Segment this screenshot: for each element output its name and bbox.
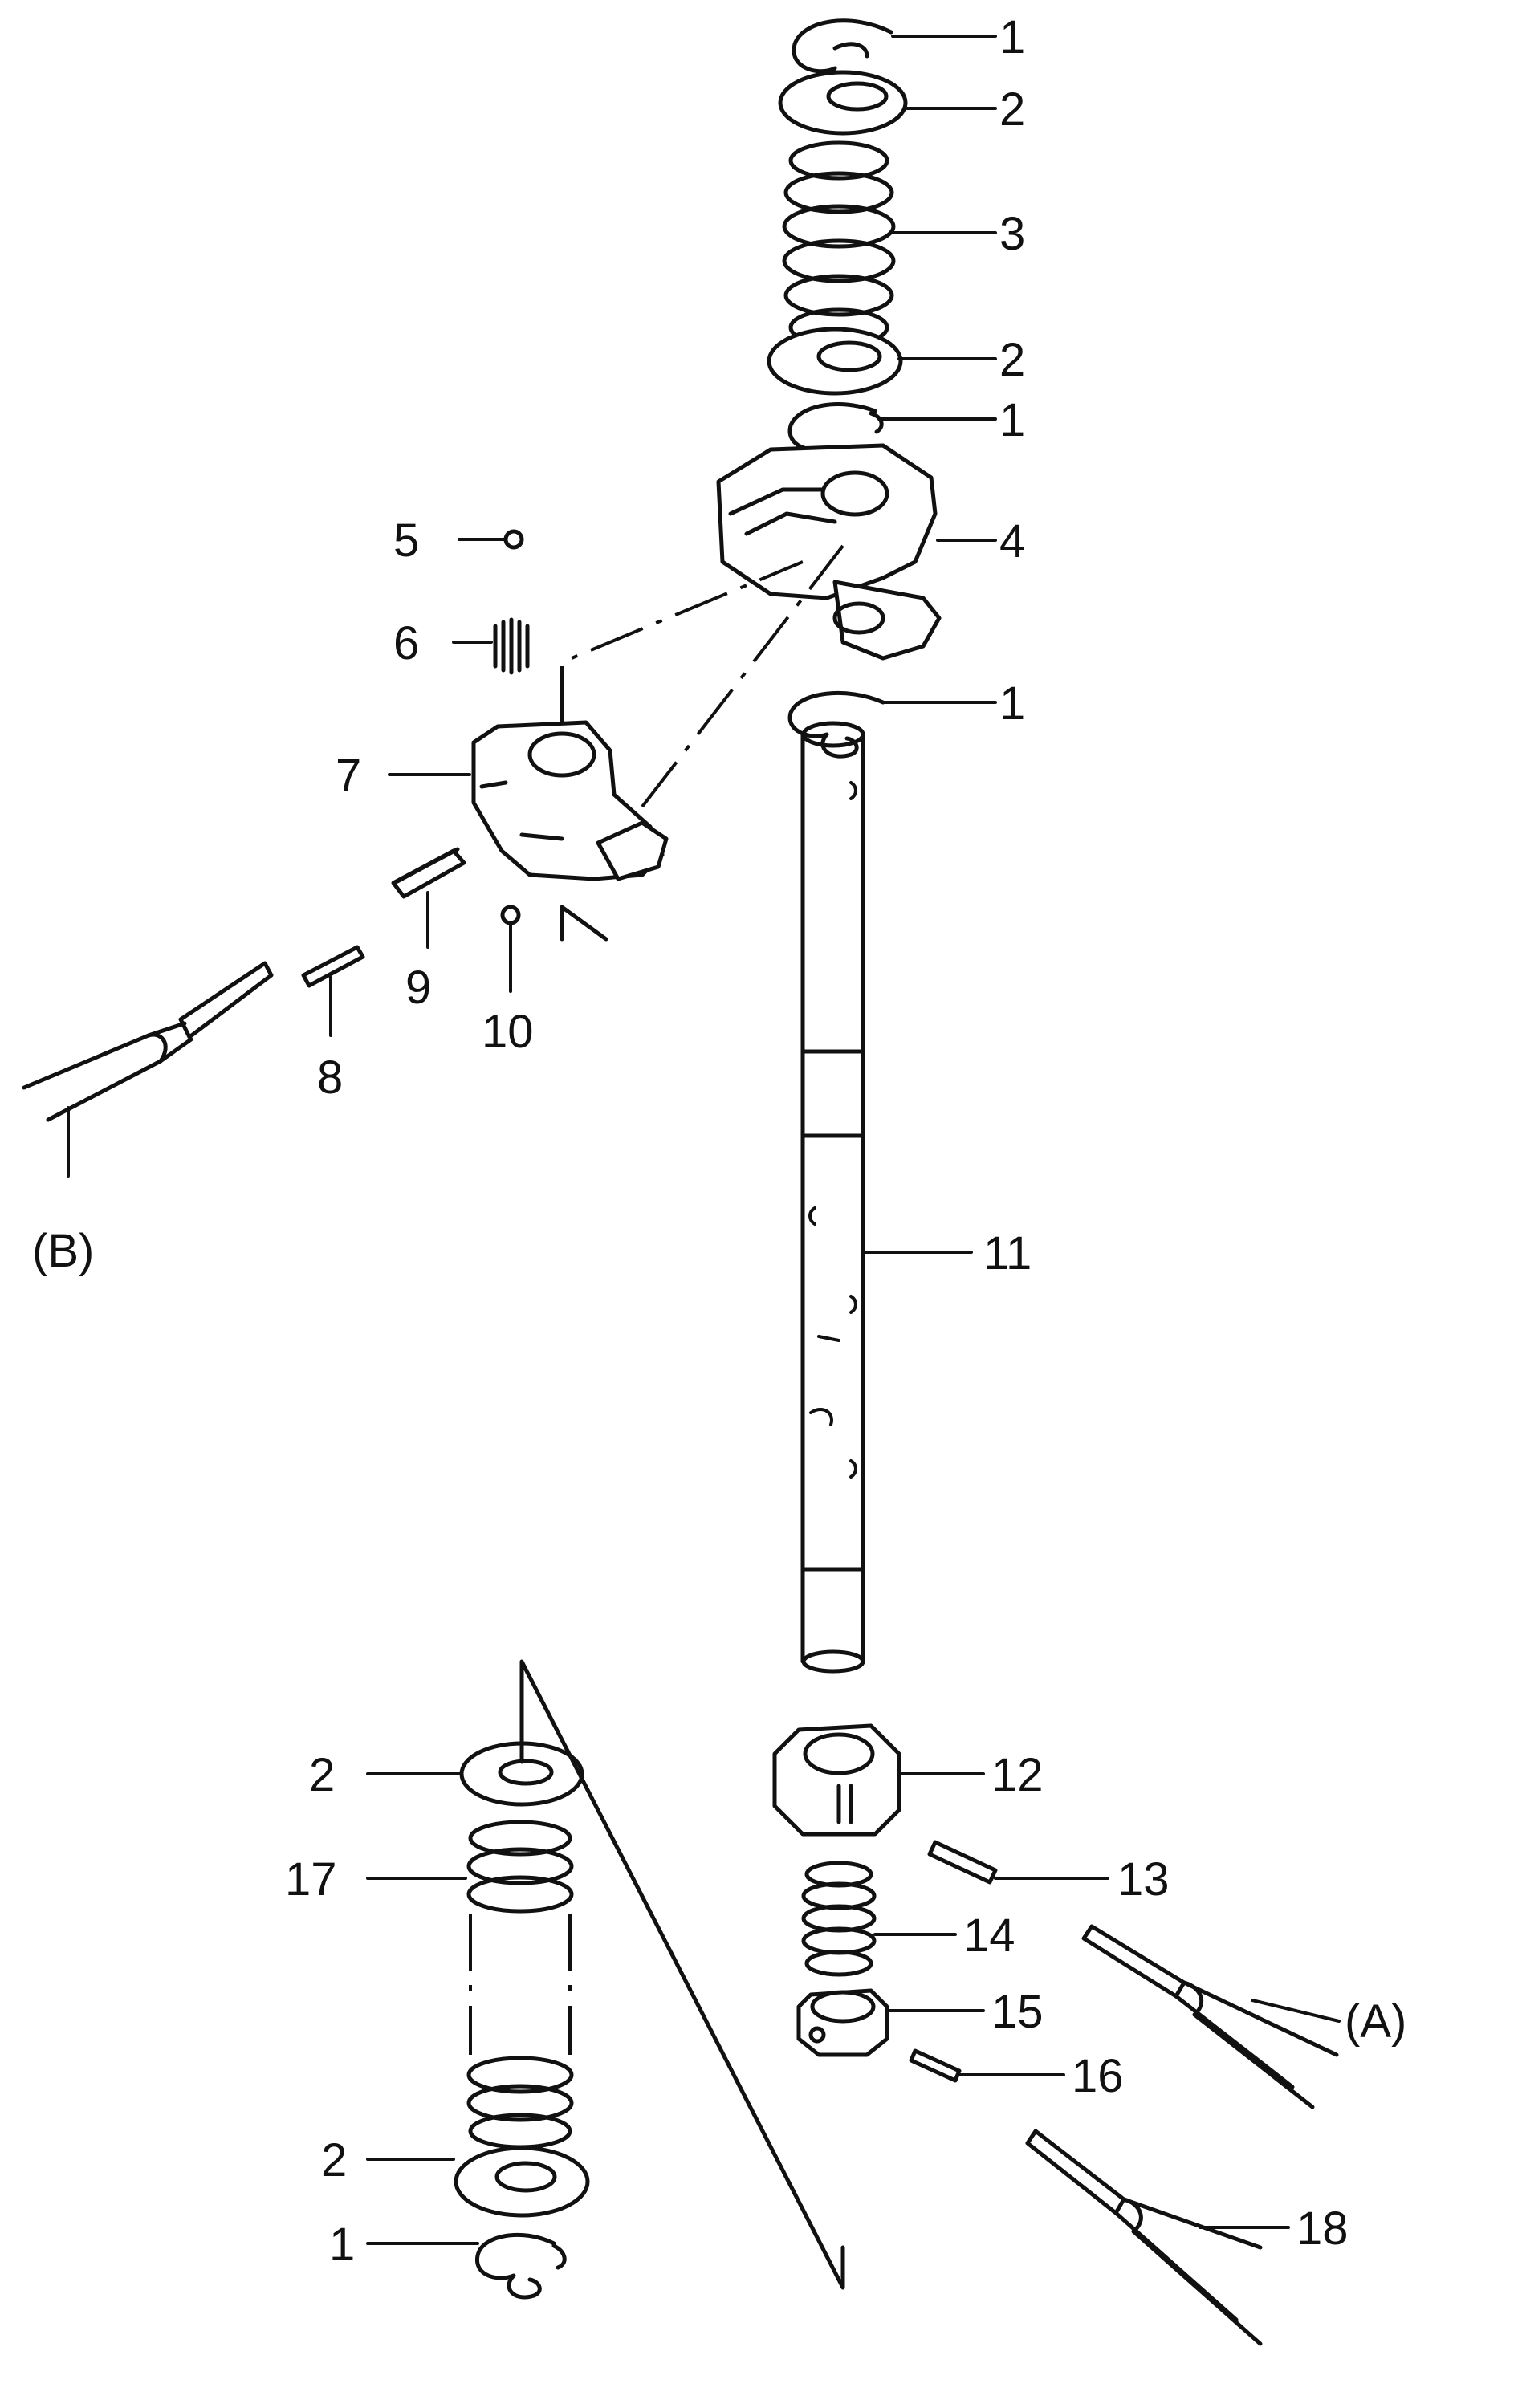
washer-top bbox=[778, 70, 908, 136]
callout-b: (B) bbox=[32, 1225, 94, 1277]
assembly-guideline-d bbox=[519, 1659, 845, 2290]
callout-3: 3 bbox=[999, 208, 1025, 260]
pin-part-8 bbox=[301, 945, 365, 988]
tool-a bbox=[1081, 1924, 1339, 2109]
shaft-part bbox=[800, 721, 865, 1674]
assembly-guideline-b bbox=[641, 544, 844, 808]
callout-2-lower-bottom: 2 bbox=[321, 2134, 347, 2186]
bracket-part bbox=[716, 443, 942, 661]
callout-4: 4 bbox=[999, 515, 1025, 567]
washer-lower-top bbox=[459, 1741, 584, 1807]
washer-upper bbox=[767, 327, 903, 396]
callout-7: 7 bbox=[336, 750, 361, 802]
cam-block-part bbox=[471, 720, 669, 881]
assembly-guideline-c bbox=[560, 905, 608, 942]
callout-14: 14 bbox=[963, 1910, 1015, 1962]
callout-10: 10 bbox=[482, 1006, 534, 1058]
e-ring-bottom bbox=[475, 2232, 567, 2300]
tool-18 bbox=[1025, 2129, 1263, 2346]
ball-part-10 bbox=[500, 905, 521, 925]
washer-lower-bottom bbox=[454, 2146, 590, 2218]
e-ring-middle bbox=[787, 690, 885, 759]
callout-1-bottom: 1 bbox=[329, 2219, 355, 2271]
pin-part-16 bbox=[909, 2048, 962, 2083]
tool-b bbox=[22, 961, 274, 1122]
callout-11: 11 bbox=[983, 1227, 1032, 1279]
spring-part-14 bbox=[801, 1861, 877, 1977]
collar-part-15 bbox=[796, 1988, 889, 2057]
callout-5: 5 bbox=[393, 515, 419, 567]
pin-part-9 bbox=[391, 847, 466, 899]
callout-2-upper: 2 bbox=[999, 334, 1025, 386]
callout-15: 15 bbox=[991, 1986, 1044, 2038]
callout-9: 9 bbox=[405, 962, 431, 1014]
callout-2-top: 2 bbox=[999, 83, 1025, 136]
ball-part-5 bbox=[503, 529, 524, 550]
pin-part-13 bbox=[927, 1840, 998, 1885]
callout-8: 8 bbox=[317, 1051, 343, 1104]
callout-2-lower-top: 2 bbox=[309, 1749, 335, 1801]
callout-13: 13 bbox=[1117, 1853, 1170, 1906]
leader-lines bbox=[67, 35, 1341, 2245]
callout-1-upper: 1 bbox=[999, 394, 1025, 446]
collar-part bbox=[772, 1723, 901, 1837]
callout-17: 17 bbox=[285, 1853, 337, 1906]
callout-12: 12 bbox=[991, 1749, 1044, 1801]
callout-a: (A) bbox=[1345, 1995, 1406, 2048]
callout-18: 18 bbox=[1296, 2203, 1349, 2255]
spring-top bbox=[782, 140, 896, 348]
callout-6: 6 bbox=[393, 617, 419, 669]
callout-1-top: 1 bbox=[999, 11, 1025, 63]
callout-1-middle: 1 bbox=[999, 677, 1025, 730]
assembly-guideline-a bbox=[560, 560, 804, 722]
callout-16: 16 bbox=[1072, 2050, 1124, 2102]
spring-part-6 bbox=[493, 617, 530, 675]
spring-part-17 bbox=[466, 1820, 574, 2150]
